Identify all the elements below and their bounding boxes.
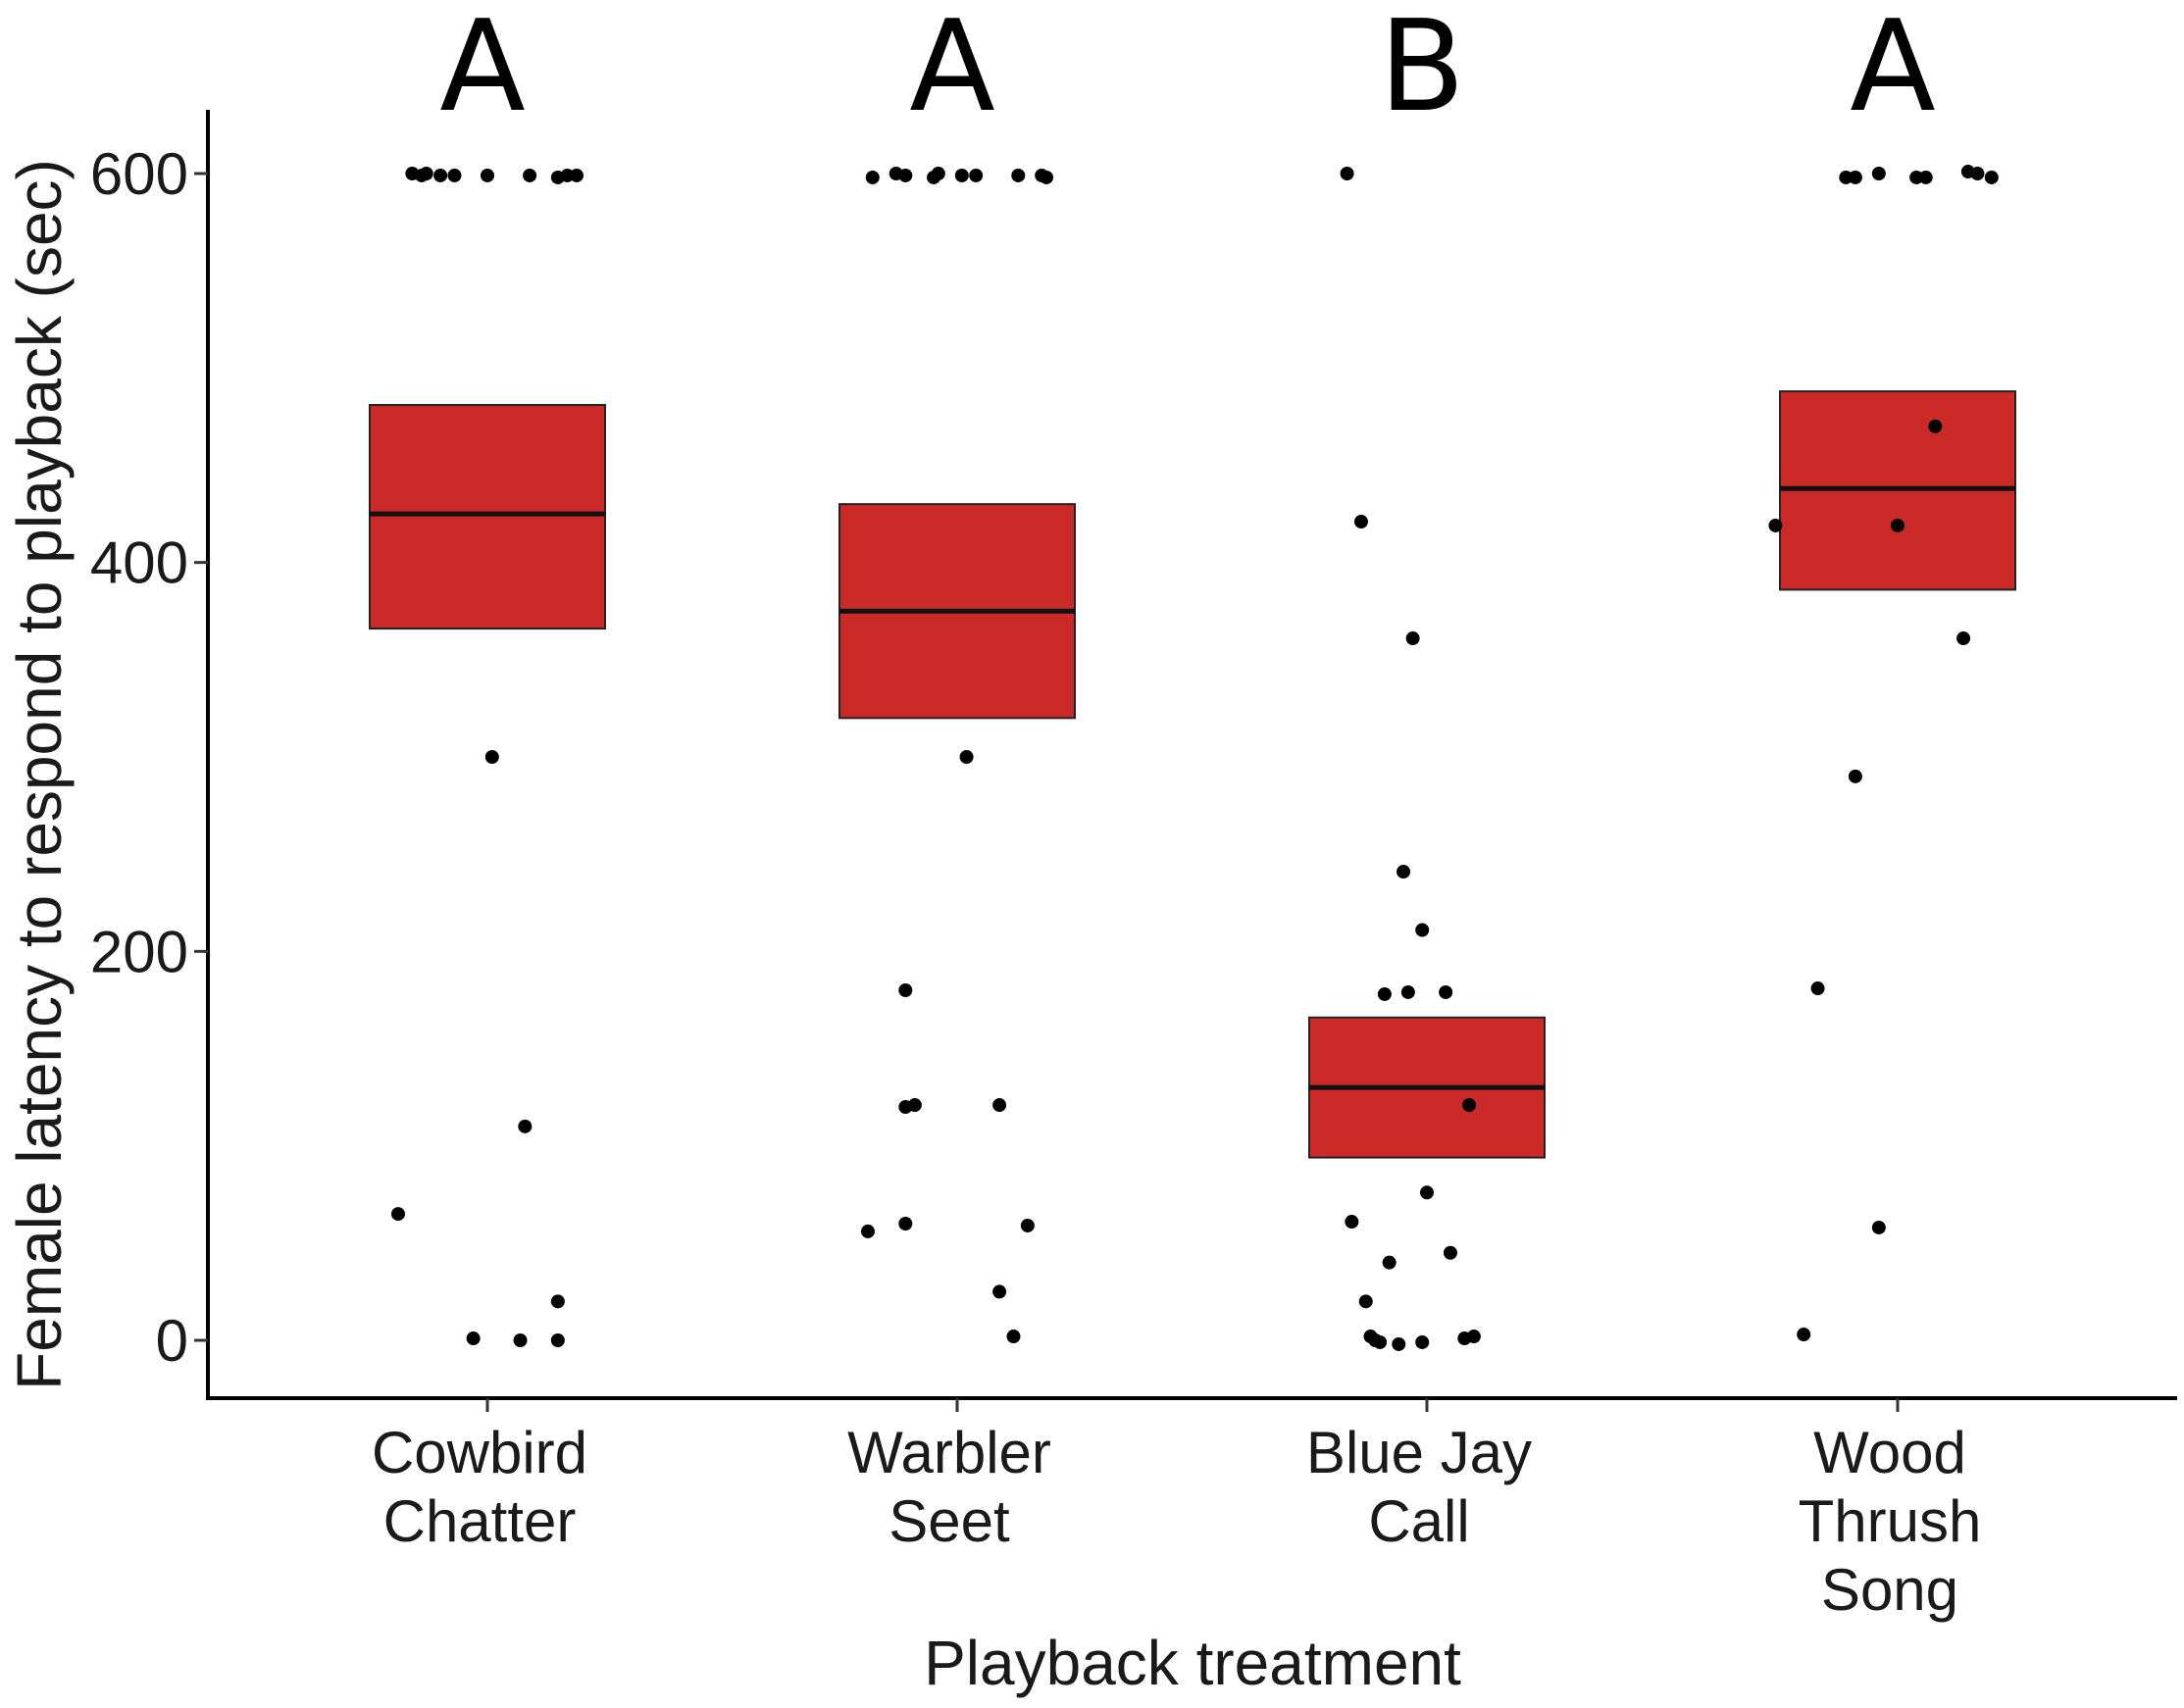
x-tick-label: Blue Jay xyxy=(1306,1420,1532,1485)
data-point xyxy=(1353,515,1368,529)
data-point xyxy=(931,167,945,180)
data-point xyxy=(484,750,499,764)
x-tick-label: Thrush xyxy=(1799,1488,1982,1554)
data-point xyxy=(1871,1220,1886,1234)
data-point xyxy=(1040,170,1054,184)
data-point xyxy=(1400,984,1415,999)
data-point xyxy=(433,168,448,182)
y-ticks: 0 200 400 600 xyxy=(90,141,208,1374)
data-point xyxy=(1918,170,1933,184)
data-point xyxy=(1011,168,1026,182)
x-tick-label: Cowbird xyxy=(372,1420,587,1485)
data-point xyxy=(1891,518,1905,532)
data-point xyxy=(1382,1255,1397,1270)
box xyxy=(369,404,606,630)
data-point xyxy=(1928,419,1943,433)
x-tick-label: Chatter xyxy=(383,1488,577,1554)
y-tick-label: 600 xyxy=(90,141,188,207)
data-point xyxy=(1466,1330,1481,1344)
data-point xyxy=(1443,1245,1457,1260)
data-point xyxy=(1797,1328,1811,1342)
data-point xyxy=(1340,167,1354,180)
data-point xyxy=(550,1333,565,1347)
y-tick-label: 0 xyxy=(156,1308,188,1374)
points-layer xyxy=(390,165,1999,1351)
data-point xyxy=(1839,170,1854,184)
significance-letter: A xyxy=(439,0,526,140)
data-point xyxy=(898,1217,913,1231)
data-point xyxy=(570,168,584,182)
data-point xyxy=(1984,170,1999,184)
significance-letter: A xyxy=(909,0,995,140)
data-point xyxy=(898,983,913,997)
data-point xyxy=(1810,981,1825,996)
data-point xyxy=(1462,1098,1477,1113)
boxes-layer xyxy=(369,390,2016,1159)
data-point xyxy=(1373,1334,1388,1349)
data-point xyxy=(959,750,974,764)
x-axis-title: Playback treatment xyxy=(924,1628,1461,1698)
data-point xyxy=(1415,923,1430,937)
data-point xyxy=(1909,170,1924,184)
data-point xyxy=(1397,865,1411,879)
data-point xyxy=(523,168,537,182)
significance-letter: A xyxy=(1850,0,1936,140)
data-point xyxy=(550,1294,565,1309)
data-point xyxy=(1871,167,1886,180)
y-tick-label: 400 xyxy=(90,530,188,596)
x-tick-label: Wood xyxy=(1813,1420,1966,1485)
x-tick-label: Seet xyxy=(889,1488,1010,1554)
data-point xyxy=(518,1119,533,1133)
data-point xyxy=(1956,631,1971,646)
data-point xyxy=(969,168,984,182)
data-point xyxy=(1345,1215,1359,1230)
data-point xyxy=(1848,170,1862,184)
data-point xyxy=(1970,167,1985,180)
data-point xyxy=(1420,1185,1434,1200)
data-point xyxy=(419,167,433,180)
data-point xyxy=(954,168,969,182)
data-point xyxy=(860,1224,875,1238)
data-point xyxy=(1768,518,1783,532)
x-tick-label: Call xyxy=(1368,1488,1469,1554)
axes xyxy=(206,110,2177,1400)
data-point xyxy=(1377,986,1392,1001)
data-point xyxy=(560,168,575,182)
data-point xyxy=(481,168,494,182)
data-point xyxy=(466,1331,481,1346)
x-tick-label: Song xyxy=(1821,1557,1958,1623)
data-point xyxy=(907,1098,922,1113)
data-point xyxy=(1415,1334,1430,1349)
data-point xyxy=(1392,1336,1406,1351)
data-point xyxy=(992,1098,1007,1113)
y-tick-label: 200 xyxy=(90,919,188,984)
data-point xyxy=(992,1284,1007,1299)
data-point xyxy=(390,1207,405,1222)
data-point xyxy=(447,168,462,182)
data-point xyxy=(1006,1330,1021,1344)
x-tick-label: Warbler xyxy=(847,1420,1051,1485)
y-axis-title: Female latency to respond to playback (s… xyxy=(4,159,75,1390)
data-point xyxy=(1358,1294,1373,1309)
data-point xyxy=(865,170,880,184)
significance-letter: B xyxy=(1379,0,1465,140)
data-point xyxy=(1020,1218,1035,1232)
data-point xyxy=(1848,769,1862,783)
data-point xyxy=(1439,984,1453,999)
data-point xyxy=(513,1333,528,1347)
data-point xyxy=(898,168,913,182)
data-point xyxy=(1405,631,1420,646)
